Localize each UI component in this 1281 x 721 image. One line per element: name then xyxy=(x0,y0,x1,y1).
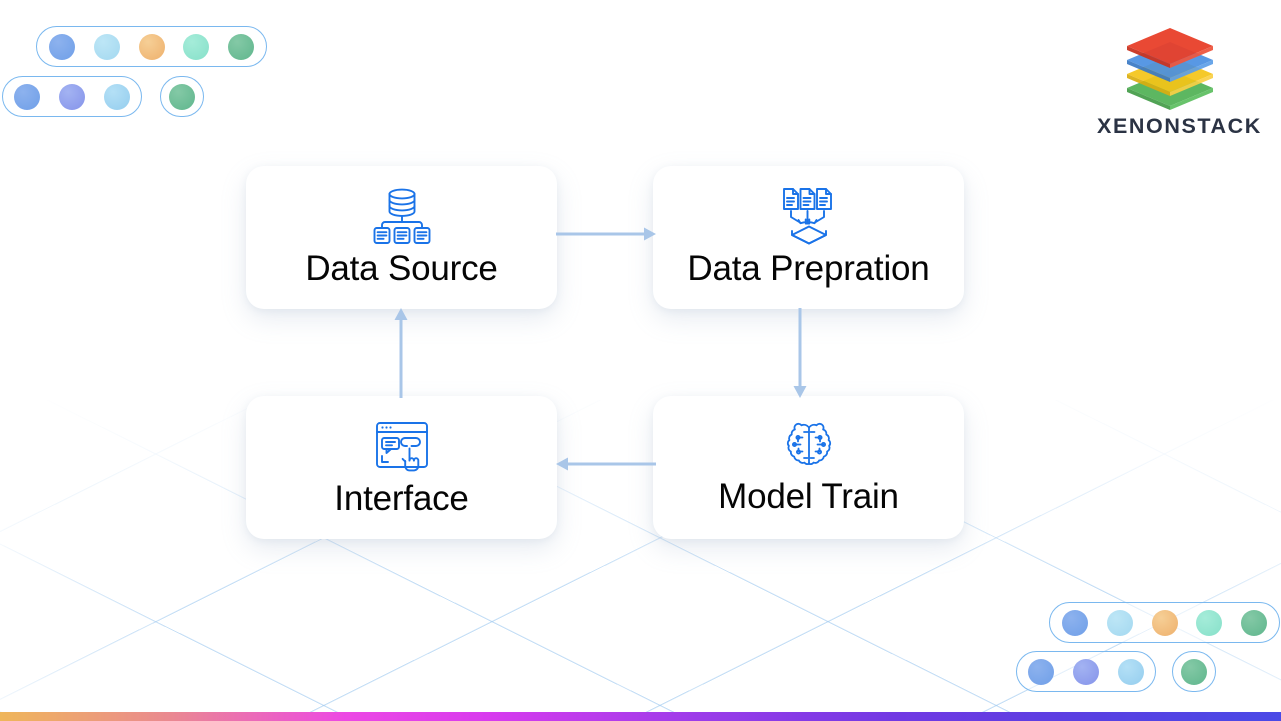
decor-pill-bottom-right-b xyxy=(1016,651,1156,692)
decor-dot xyxy=(1062,609,1088,636)
arrow-model-train-to-interface xyxy=(556,457,656,471)
arrow-interface-to-data-source xyxy=(394,308,408,398)
node-label: Model Train xyxy=(718,477,899,517)
decor-dot xyxy=(138,33,165,60)
decor-dot xyxy=(14,83,40,110)
decor-dot xyxy=(1196,609,1223,636)
decor-dot xyxy=(1181,658,1207,685)
decor-dot xyxy=(1028,658,1054,685)
node-card-interface[interactable]: Interface xyxy=(246,396,557,539)
decor-pill-bottom-right-c xyxy=(1172,651,1216,692)
decor-dot xyxy=(183,33,210,60)
node-card-model-train[interactable]: Model Train xyxy=(653,396,964,539)
decor-dot xyxy=(104,83,130,110)
decor-dot xyxy=(1106,609,1133,636)
arrow-data-source-to-data-prepration xyxy=(556,227,656,241)
brand-logo: XENONSTACK xyxy=(1097,18,1262,139)
decor-dot xyxy=(93,33,120,60)
node-label: Data Prepration xyxy=(687,249,930,289)
arrow-data-prepration-to-model-train xyxy=(793,308,807,398)
decor-dot xyxy=(228,33,254,60)
decor-dot xyxy=(1118,658,1144,685)
decor-dot xyxy=(1073,658,1099,685)
node-label: Interface xyxy=(334,479,469,519)
node-card-data-source[interactable]: Data Source xyxy=(246,166,557,309)
documents-to-tray-icon xyxy=(782,188,832,245)
bottom-gradient-bar xyxy=(0,712,1281,721)
decor-pill-top-left-b xyxy=(2,76,142,117)
browser-chat-cursor-icon xyxy=(375,422,428,472)
decor-pill-top-left-a xyxy=(36,26,267,67)
decor-dot xyxy=(169,83,195,110)
decor-dot xyxy=(1241,609,1267,636)
stacked-layers-logo-icon xyxy=(1127,28,1213,110)
brand-name: XENONSTACK xyxy=(1097,114,1262,138)
decor-dot xyxy=(49,33,75,60)
decor-pill-bottom-right-a xyxy=(1049,602,1280,643)
database-documents-icon xyxy=(373,188,430,245)
node-label: Data Source xyxy=(305,249,498,289)
decor-dot xyxy=(59,83,85,110)
decor-pill-top-left-c xyxy=(160,76,204,117)
decor-dot xyxy=(1151,609,1178,636)
node-card-data-prepration[interactable]: Data Prepration xyxy=(653,166,964,309)
brain-circuit-icon xyxy=(786,423,831,466)
